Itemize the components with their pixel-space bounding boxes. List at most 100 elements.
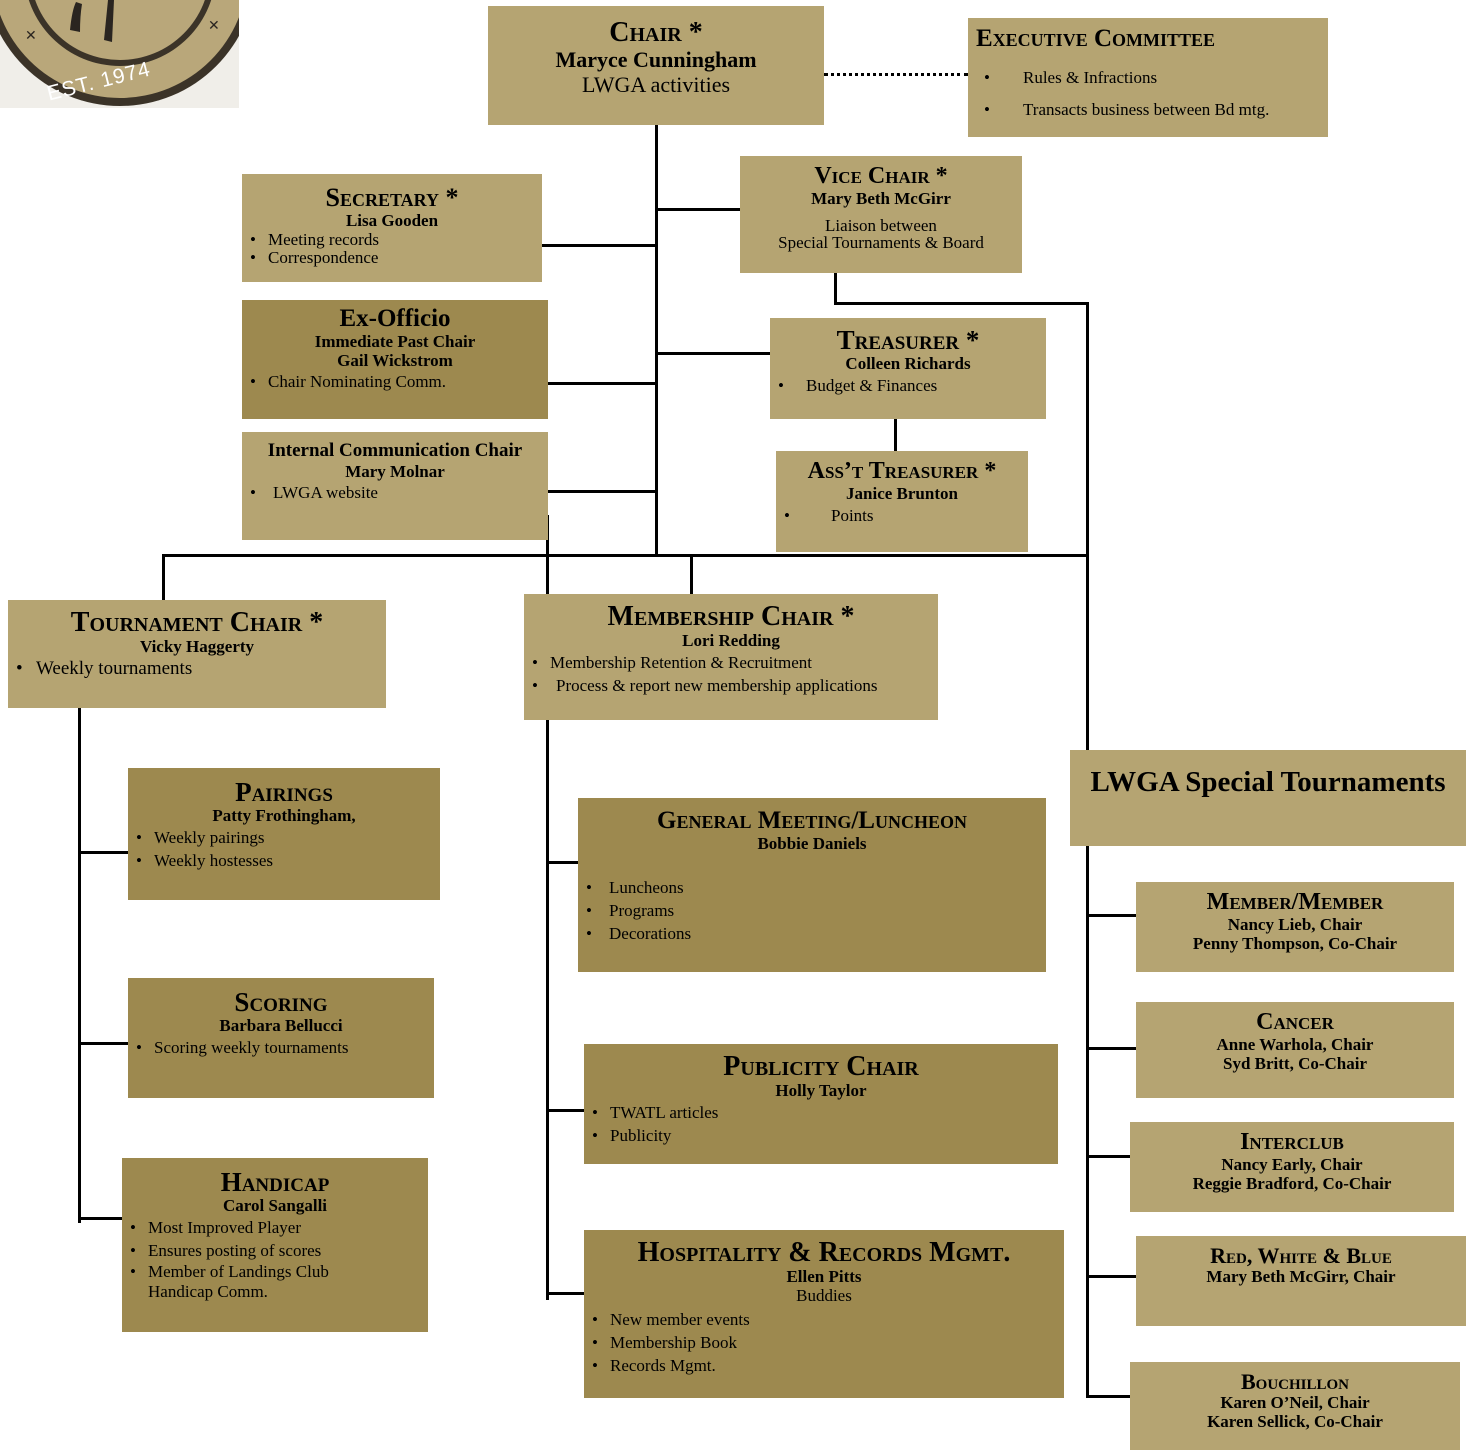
interclub-chair: Nancy Early, Chair	[1221, 1155, 1363, 1175]
svg-text:✕: ✕	[25, 27, 37, 43]
general-meeting-title: General Meeting/Luncheon	[657, 807, 967, 834]
list-item: Membership Book	[584, 1331, 1064, 1354]
list-item: Luncheons	[578, 876, 1046, 899]
chair-box: Chair * Maryce Cunningham LWGA activitie…	[488, 6, 824, 125]
list-item: New member events	[584, 1308, 1064, 1331]
scoring-title: Scoring	[234, 987, 328, 1017]
asst-treasurer-name: Janice Brunton	[846, 484, 958, 504]
ex-officio-role: Immediate Past Chair	[314, 332, 476, 352]
publicity-title: Publicity Chair	[723, 1051, 919, 1082]
internal-comm-name: Mary Molnar	[345, 461, 445, 481]
list-item: Process & report new membership applicat…	[524, 674, 938, 697]
connector	[162, 554, 165, 600]
connector	[1086, 1047, 1136, 1050]
treasurer-box: Treasurer * Colleen Richards Budget & Fi…	[770, 318, 1046, 419]
secretary-box: Secretary * Lisa Gooden Meeting records …	[242, 174, 542, 282]
special-tournaments-box: LWGA Special Tournaments	[1070, 750, 1466, 846]
membership-title: Membership Chair *	[607, 601, 855, 632]
dotted-connector	[824, 73, 968, 76]
connector	[162, 554, 1089, 557]
list-item: Decorations	[578, 922, 1046, 945]
hospitality-sub: Buddies	[796, 1285, 852, 1305]
connector	[546, 861, 578, 864]
cancer-cochair: Syd Britt, Co-Chair	[1222, 1054, 1368, 1074]
connector	[1086, 302, 1089, 1398]
svg-text:✕: ✕	[208, 17, 220, 33]
tournament-title: Tournament Chair *	[70, 607, 324, 638]
treasurer-list: Budget & Finances	[770, 374, 1046, 397]
executive-committee-box: Executive Committee Rules & Infractions …	[968, 18, 1328, 137]
member-member-chair: Nancy Lieb, Chair	[1227, 915, 1363, 935]
connector	[78, 1217, 122, 1220]
chair-name: Maryce Cunningham	[555, 47, 757, 73]
connector	[655, 125, 658, 556]
connector	[690, 554, 693, 594]
interclub-title: Interclub	[1240, 1129, 1344, 1155]
pairings-box: Pairings Patty Frothingham, Weekly pairi…	[128, 768, 440, 900]
connector	[1086, 1275, 1136, 1278]
connector	[78, 707, 81, 1223]
connector	[657, 208, 740, 211]
member-member-title: Member/Member	[1206, 889, 1384, 915]
ex-officio-box: Ex-Officio Immediate Past Chair Gail Wic…	[242, 300, 548, 419]
club-seal-icon: ✕ ✕	[0, 0, 239, 106]
hospitality-title: Hospitality & Records Mgmt.	[637, 1237, 1011, 1268]
treasurer-title: Treasurer *	[836, 325, 980, 355]
vice-chair-name: Mary Beth McGirr	[811, 189, 951, 209]
list-item: Records Mgmt.	[584, 1354, 1064, 1377]
connector	[548, 382, 657, 385]
chair-desc: LWGA activities	[581, 71, 731, 97]
general-meeting-name: Bobbie Daniels	[757, 834, 867, 854]
tournament-chair-box: Tournament Chair * Vicky Haggerty Weekly…	[8, 600, 386, 708]
treasurer-name: Colleen Richards	[845, 354, 971, 374]
cancer-title: Cancer	[1256, 1009, 1334, 1035]
rwb-chair: Mary Beth McGirr, Chair	[1206, 1267, 1396, 1287]
membership-chair-box: Membership Chair * Lori Redding Membersh…	[524, 594, 938, 720]
connector	[1086, 914, 1136, 917]
list-item: Member of Landings Club Handicap Comm.	[122, 1262, 428, 1302]
handicap-list: Most Improved Player Ensures posting of …	[122, 1216, 428, 1302]
vice-chair-box: Vice Chair * Mary Beth McGirr Liaison be…	[740, 156, 1022, 273]
hospitality-list: New member events Membership Book Record…	[584, 1308, 1064, 1377]
bouchillon-title: Bouchillon	[1240, 1369, 1350, 1394]
hospitality-name: Ellen Pitts	[786, 1267, 862, 1287]
list-item: Weekly pairings	[128, 826, 440, 849]
bouchillon-cochair: Karen Sellick, Co-Chair	[1207, 1412, 1383, 1432]
list-item: Publicity	[584, 1124, 1058, 1147]
ex-officio-list: Chair Nominating Comm.	[242, 370, 548, 393]
list-item: Correspondence	[242, 248, 542, 267]
vice-chair-desc-1: Liaison between	[825, 215, 937, 235]
membership-name: Lori Redding	[682, 631, 780, 651]
interclub-box: Interclub Nancy Early, Chair Reggie Brad…	[1130, 1122, 1454, 1212]
cancer-box: Cancer Anne Warhola, Chair Syd Britt, Co…	[1136, 1002, 1454, 1098]
scoring-name: Barbara Bellucci	[219, 1016, 343, 1036]
tournament-list: Weekly tournaments	[8, 657, 386, 680]
list-item: Weekly hostesses	[128, 849, 440, 872]
ex-officio-title: Ex-Officio	[339, 305, 451, 332]
vice-chair-desc-2: Special Tournaments & Board	[778, 232, 984, 252]
publicity-list: TWATL articles Publicity	[584, 1101, 1058, 1147]
list-item: Points	[776, 504, 1028, 527]
hospitality-box: Hospitality & Records Mgmt. Ellen Pitts …	[584, 1230, 1064, 1398]
chair-title: Chair *	[609, 17, 703, 48]
connector	[78, 1042, 128, 1045]
scoring-box: Scoring Barbara Bellucci Scoring weekly …	[128, 978, 434, 1098]
list-item: Meeting records	[242, 230, 542, 249]
list-item: Transacts business between Bd mtg.	[976, 94, 1320, 126]
pairings-name: Patty Frothingham,	[212, 806, 356, 826]
member-member-cochair: Penny Thompson, Co-Chair	[1192, 934, 1398, 954]
handicap-name: Carol Sangalli	[222, 1196, 328, 1216]
scoring-list: Scoring weekly tournaments	[128, 1036, 434, 1059]
cancer-chair: Anne Warhola, Chair	[1216, 1035, 1374, 1055]
vice-chair-title: Vice Chair *	[814, 163, 948, 189]
publicity-box: Publicity Chair Holly Taylor TWATL artic…	[584, 1044, 1058, 1164]
connector	[834, 302, 1089, 305]
club-logo: ✕ ✕ EST. 1974	[0, 0, 239, 108]
publicity-name: Holly Taylor	[775, 1081, 867, 1101]
list-item: TWATL articles	[584, 1101, 1058, 1124]
bouchillon-chair: Karen O’Neil, Chair	[1220, 1393, 1370, 1413]
list-item: Membership Retention & Recruitment	[524, 651, 938, 674]
list-item: Chair Nominating Comm.	[242, 370, 548, 393]
rwb-title: Red, White & Blue	[1210, 1243, 1392, 1268]
general-meeting-list: Luncheons Programs Decorations	[578, 876, 1046, 945]
